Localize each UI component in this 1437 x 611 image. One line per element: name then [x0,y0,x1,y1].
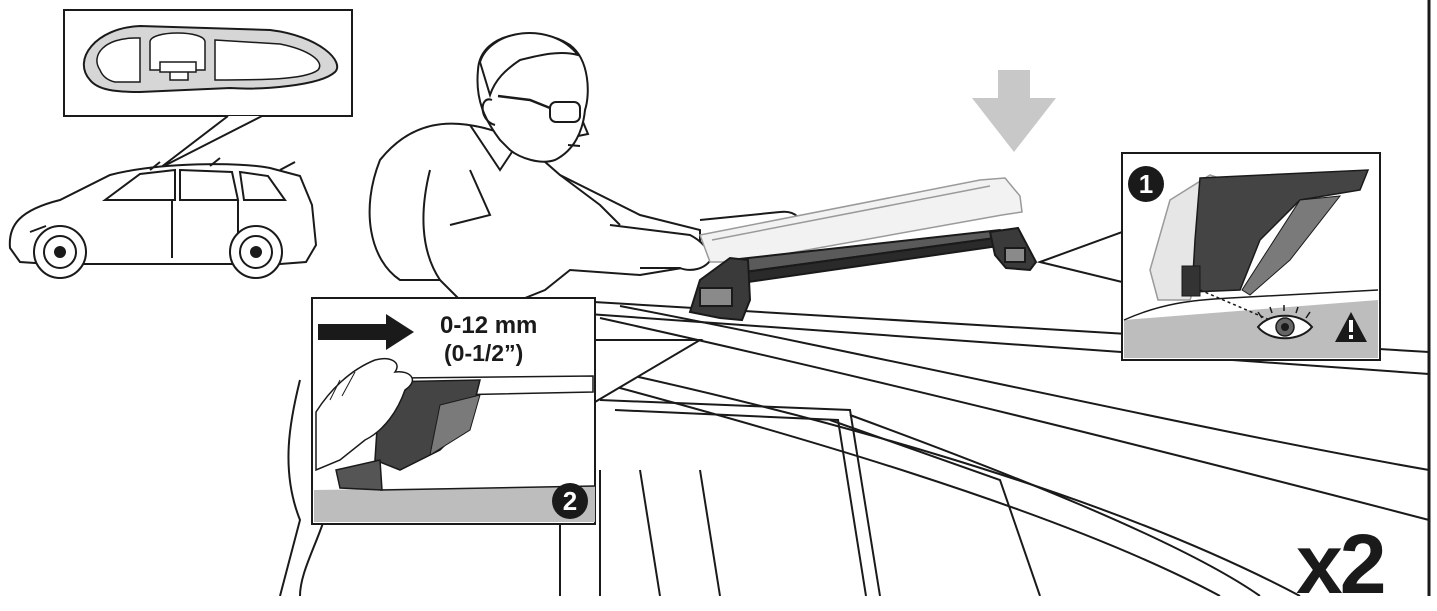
car-side-view [8,157,318,279]
warning-icon [1335,312,1367,342]
step-number-1: 1 [1128,166,1164,202]
installation-diagram [8,0,1431,596]
measure-range-inch: (0-1/2”) [444,340,524,366]
roof-bar [688,226,1038,322]
detail-inset-check [1036,152,1381,361]
eye-icon [1256,305,1314,340]
quantity-multiplier: x2 [1296,517,1386,611]
roof-bar-ghost [698,177,1023,263]
detail-inset-measure [311,297,704,525]
cross-section-inset [63,9,353,169]
measure-range-mm: 0-12 mm [440,312,538,339]
down-arrow-icon [972,70,1056,152]
push-arrow-icon [318,314,414,350]
step-number-2: 2 [552,483,588,519]
